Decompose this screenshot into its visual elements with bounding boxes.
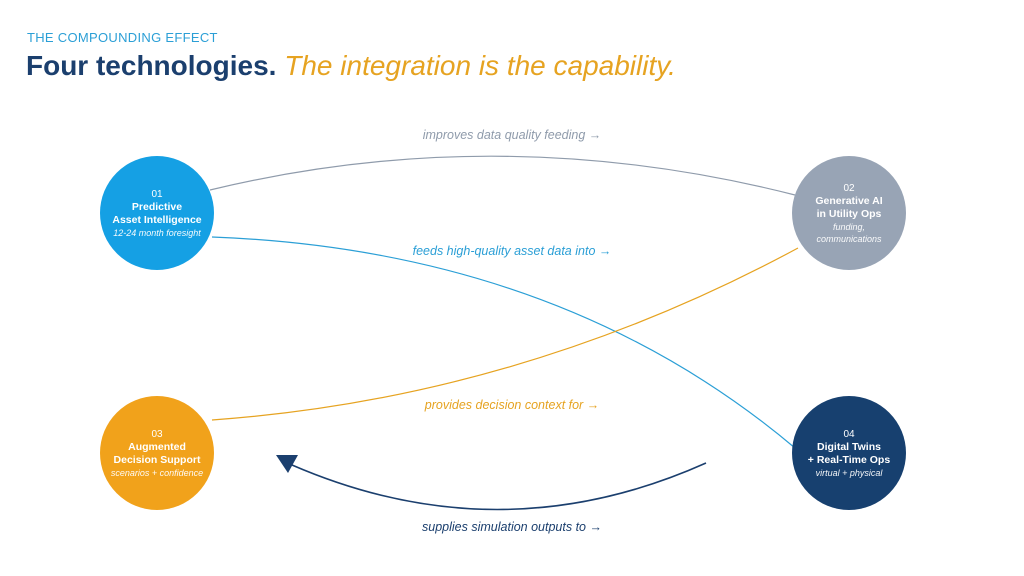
title-lead: Four technologies. [26, 50, 277, 81]
page-title: Four technologies. The integration is th… [26, 50, 676, 82]
node-title: Digital Twins [817, 440, 881, 453]
flow-label-03-to-02: provides decision context for → [424, 398, 600, 412]
node-augmented-decision-support: 03 Augmented Decision Support scenarios … [100, 396, 214, 510]
node-title: Generative AI [815, 194, 883, 207]
node-title: in Utility Ops [816, 207, 882, 220]
node-title: Augmented [128, 440, 186, 453]
node-digital-twins: 04 Digital Twins + Real-Time Ops virtual… [792, 396, 906, 510]
node-number: 01 [151, 188, 163, 200]
node-subtitle: funding, communications [816, 221, 882, 244]
flow-line-03-to-02 [211, 247, 799, 421]
node-title: + Real-Time Ops [807, 453, 891, 466]
node-title: Asset Intelligence [112, 213, 202, 226]
eyebrow-label: THE COMPOUNDING EFFECT [27, 30, 218, 45]
flow-label-01-to-04: feeds high-quality asset data into → [412, 244, 612, 258]
title-accent: The integration is the capability. [284, 50, 676, 81]
flow-line-01-to-04 [211, 236, 796, 449]
node-subtitle: virtual + physical [815, 467, 883, 478]
flow-line-01-to-02 [209, 155, 796, 196]
node-subtitle: scenarios + confidence [110, 467, 204, 478]
flow-label-01-to-02: improves data quality feeding → [422, 128, 602, 142]
node-number: 02 [843, 182, 855, 194]
flow-label-04-to-03: supplies simulation outputs to → [422, 520, 602, 534]
flow-line-04-to-03 [291, 462, 707, 511]
node-number: 03 [151, 428, 163, 440]
arrowhead-icon [276, 455, 298, 473]
node-number: 04 [843, 428, 855, 440]
node-subtitle: 12-24 month foresight [113, 227, 201, 238]
node-title: Decision Support [113, 453, 201, 466]
node-generative-ai: 02 Generative AI in Utility Ops funding,… [792, 156, 906, 270]
node-predictive-asset-intelligence: 01 Predictive Asset Intelligence 12-24 m… [100, 156, 214, 270]
node-title: Predictive [131, 200, 183, 213]
